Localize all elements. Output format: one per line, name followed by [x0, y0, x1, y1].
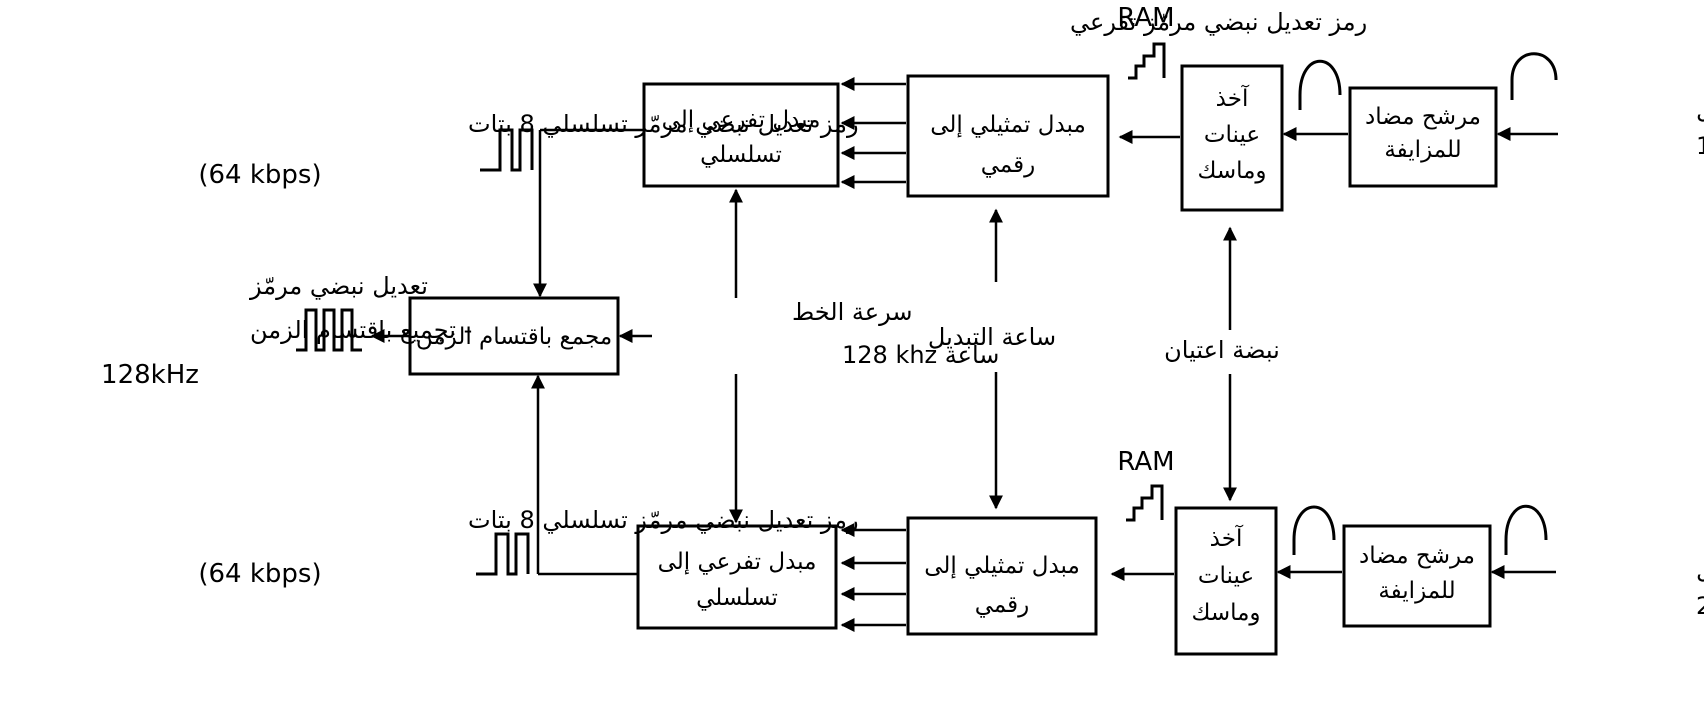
adc-ch2 [906, 516, 1098, 636]
sample-hold-ch1-line2: عينات [1204, 122, 1260, 148]
anti-alias-filter-ch1-line1: مرشح مضاد [1365, 104, 1481, 130]
sample-hold-ch2 [1174, 506, 1278, 656]
anti-alias-filter-ch2 [1342, 524, 1492, 628]
tdm-output-label-line2: - تجميع باقتسام الزمن [250, 316, 472, 344]
sample-hold-ch2-line3: وماسك [1191, 600, 1260, 626]
parallel-pcm-label: رمز تعديل نبضي مرمّز تفرعي [1070, 8, 1367, 36]
serial-rate-ch1-label: (64 kbps) [198, 160, 321, 190]
sample-hold-ch1-line1: آخذ [1216, 84, 1250, 112]
tdm-output-pulse-icon [296, 308, 362, 352]
p2s-ch2-line1: مبدل تفرعي إلى [658, 549, 817, 575]
anti-alias-filter-ch2-line2: للمزايفة [1378, 578, 1455, 604]
tdm-output-label-line1: تعديل نبضي مرمّز [249, 272, 428, 300]
adc-ch2-line2: رقمي [975, 592, 1030, 618]
filtered-signal-ch1-icon [1298, 59, 1342, 96]
filtered-signal-ch2-icon [1292, 505, 1336, 541]
sample-hold-ch2-line2: عينات [1198, 563, 1254, 589]
anti-alias-filter-ch1-line2: للمزايفة [1384, 137, 1461, 163]
ram-label-ch2: RAM [1117, 447, 1174, 477]
tdm-multiplexer-label: مجمع باقتسام الزمن [416, 324, 612, 350]
adc-ch2-line1: مبدل تمثيلي إلى [924, 553, 1080, 579]
serial-pcm-ch2-label: رمز تعديل نبضي مرمّز تسلسلي 8 بتات [468, 506, 859, 534]
serial-rate-ch2-label: (64 kbps) [198, 559, 321, 589]
input-ch2-label-line1: إشارة دخل [1696, 556, 1704, 585]
line-rate-label-line1: سرعة الخط [792, 298, 912, 326]
analog-input-ch2-icon [1504, 504, 1548, 541]
input-ch2-label-line2: تماثلي قناة 2 [1696, 592, 1704, 620]
p2s-ch2 [636, 524, 838, 630]
anti-alias-filter-ch1 [1348, 86, 1498, 188]
adc-ch1 [906, 74, 1110, 198]
line-rate-label-line2: 128 khz ساعة [842, 341, 999, 369]
input-ch1-label-line1: إشارة دخل [1696, 96, 1704, 125]
channel-2-chain: إشارة دخل تماثلي قناة 2 مرشح مضاد للمزاي… [198, 447, 1704, 656]
conversion-clock-label: ساعة التبديل [928, 323, 1056, 351]
staircase-ch2-icon [1126, 484, 1164, 522]
serial-pcm-ch1-label: رمز تعديل نبضي مرمّز تسلسلي 8 بتات [468, 110, 859, 138]
ram-label-ch1: RAM [1117, 3, 1174, 33]
analog-input-ch1-icon [1510, 52, 1558, 81]
sampling-pulse-section: نبضة اعتيان [1164, 226, 1280, 502]
adc-ch1-line2: رقمي [981, 152, 1036, 178]
sample-hold-ch1 [1180, 64, 1284, 212]
sample-hold-ch2-line1: آخذ [1210, 524, 1244, 552]
p2s-ch1-line1: مبدل تفرعي إلى [662, 107, 821, 133]
p2s-ch1 [642, 82, 840, 188]
p2s-ch1-line2: تسلسلي [700, 142, 782, 168]
sample-hold-ch1-line3: وماسك [1197, 158, 1266, 184]
channel-1-chain: إشارة دخل تماثلي قناة 1 مرشح مضاد للمزاي… [198, 3, 1704, 212]
serial-pulse-ch2-icon [476, 532, 530, 576]
conversion-clock-section: ساعة التبديل [928, 208, 1056, 510]
staircase-ch1-icon [1128, 42, 1166, 80]
adc-ch1-line1: مبدل تمثيلي إلى [930, 112, 1086, 138]
input-ch1-label-line2: تماثلي قناة 1 [1696, 132, 1704, 160]
serial-pulse-ch1-icon [480, 128, 534, 172]
sampling-pulse-label: نبضة اعتيان [1164, 336, 1280, 364]
tdm-section: مجمع باقتسام الزمن سرعة الخط 128 khz ساع… [101, 130, 999, 574]
p2s-ch2-line2: تسلسلي [696, 585, 778, 611]
tdm-output-label-line3: 128kHz [101, 360, 199, 390]
anti-alias-filter-ch2-line1: مرشح مضاد [1359, 543, 1475, 569]
